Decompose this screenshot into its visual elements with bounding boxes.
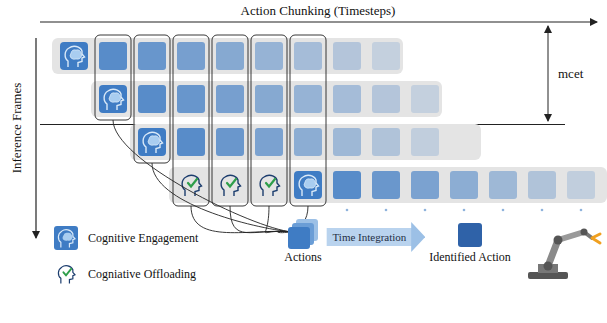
column-outline (251, 35, 287, 206)
continuation-dot (346, 209, 349, 212)
action-step (372, 171, 400, 199)
action-step (255, 128, 283, 156)
legend-label: Cognitive Engagement (86, 231, 200, 246)
timestep-arrow (40, 21, 597, 22)
gather-curve (191, 206, 292, 233)
gather-curve (265, 206, 292, 233)
edge-label: Time Integration (332, 231, 408, 244)
action-step (99, 42, 127, 70)
axis-title: Action Chunking (Timesteps) (239, 3, 398, 19)
node-label: Identified Action (425, 250, 515, 264)
continuation-dot (463, 209, 466, 212)
action-step (450, 171, 478, 199)
column-outline (95, 35, 131, 120)
interval-label: mcet (556, 66, 585, 82)
mcet-arrow (548, 26, 549, 121)
action-step (177, 42, 205, 70)
action-step (411, 128, 439, 156)
action-step (528, 171, 556, 199)
node-label: Actions (280, 250, 325, 264)
action-step (489, 171, 517, 199)
engagement-icon (99, 85, 127, 113)
column-outlines (95, 35, 326, 206)
column-outline (173, 35, 209, 206)
column-outline (212, 35, 248, 206)
actions-group: Actions (280, 216, 325, 264)
node-icon (283, 216, 323, 250)
swatch-icon (54, 262, 78, 286)
node-icon (450, 216, 490, 250)
action-step (372, 42, 400, 70)
offloading-icon (221, 175, 240, 196)
continuation-dot (385, 209, 388, 212)
action-step (216, 128, 244, 156)
gather-curve (230, 206, 292, 233)
engagement-icon (60, 42, 88, 70)
frame-arrow (35, 38, 36, 238)
frame-bar (52, 38, 403, 74)
action-step (411, 85, 439, 113)
engagement-icon (294, 171, 322, 199)
action-step (216, 42, 244, 70)
arrow-head (410, 237, 424, 238)
action-step (333, 42, 361, 70)
legend-swatch (54, 226, 78, 250)
action-step (216, 85, 244, 113)
action-step (177, 128, 205, 156)
axis-title: Inference Frames (9, 81, 25, 176)
legend-entry: Cognitive Engagement (54, 226, 200, 250)
robot-arm (528, 229, 600, 280)
action-step (138, 42, 166, 70)
offloading-icon (58, 266, 75, 284)
action-step (372, 128, 400, 156)
action-step (372, 85, 400, 113)
legend-symbol (54, 262, 78, 286)
legend-label: Cogniative Offloading (86, 267, 198, 282)
offloading-icon (260, 175, 279, 196)
offloading-icon (182, 175, 201, 196)
continuation-dot (580, 209, 583, 212)
engagement-icon (138, 128, 166, 156)
action-step (255, 85, 283, 113)
continuation-dot (502, 209, 505, 212)
action-step (567, 171, 595, 199)
swatch-icon (54, 226, 78, 250)
action-step (411, 171, 439, 199)
legend-entry: Cogniative Offloading (54, 262, 198, 286)
action-step (294, 128, 322, 156)
continuation-dot (541, 209, 544, 212)
frame-rows (52, 38, 607, 211)
action-step (294, 85, 322, 113)
action-step (294, 42, 322, 70)
action-step (333, 128, 361, 156)
integration-band (327, 228, 413, 246)
column-outline (134, 35, 170, 163)
identified-action: Identified Action (425, 216, 515, 264)
continuation-dot (424, 209, 427, 212)
frame-bar (130, 124, 481, 160)
action-step (333, 171, 361, 199)
frame-bar (91, 81, 442, 117)
action-step (255, 42, 283, 70)
action-step (138, 85, 166, 113)
gather-curves (113, 120, 308, 233)
frame-bar (169, 167, 607, 203)
gather-curve (113, 120, 292, 232)
column-outline (290, 35, 326, 206)
action-step (333, 85, 361, 113)
action-step (177, 85, 205, 113)
gather-curve (152, 163, 292, 232)
